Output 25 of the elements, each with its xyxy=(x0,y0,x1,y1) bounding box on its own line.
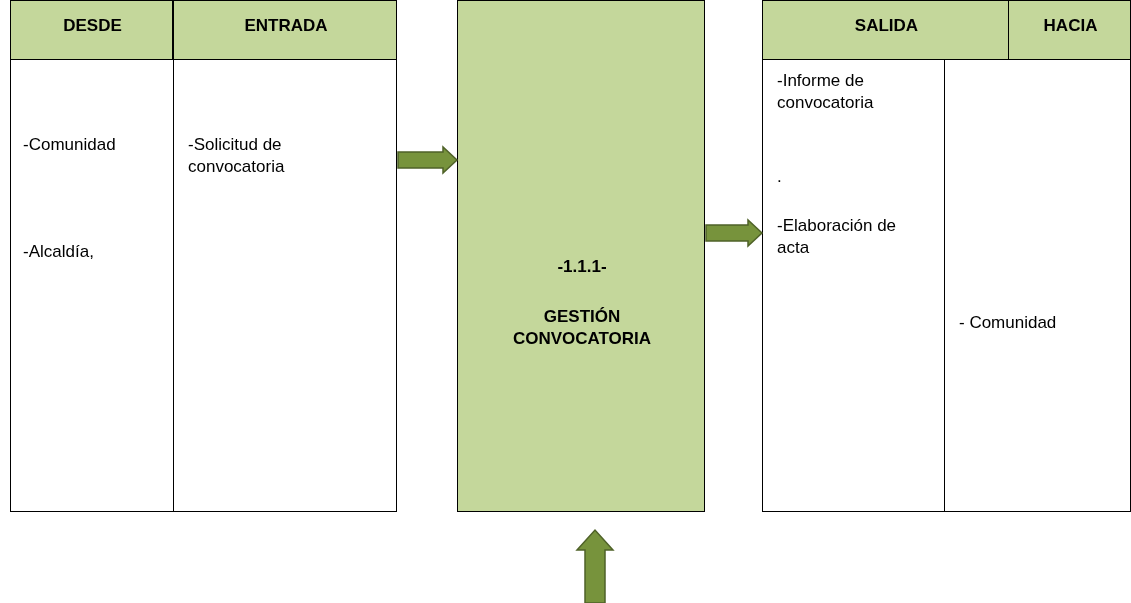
list-item: -Alcaldía, xyxy=(23,241,95,263)
list-item: -Solicitud de convocatoria xyxy=(188,134,286,178)
table-column xyxy=(173,59,397,512)
list-item: -Comunidad xyxy=(23,134,117,156)
table-header xyxy=(1008,0,1131,60)
list-item: -Informe de convocatoria xyxy=(777,70,875,114)
column-heading: HACIA xyxy=(1042,15,1099,37)
process-label: GESTIÓN CONVOCATORIA xyxy=(511,306,653,350)
block-arrow xyxy=(397,145,459,175)
table-column xyxy=(762,59,945,512)
process-label: -1.1.1- xyxy=(556,256,608,278)
list-item: . xyxy=(777,166,783,188)
list-item: - Comunidad xyxy=(959,312,1058,334)
process-box xyxy=(457,0,705,512)
block-arrow xyxy=(705,218,764,248)
table-column xyxy=(944,59,1131,512)
column-heading: SALIDA xyxy=(853,15,920,37)
block-arrow xyxy=(575,528,615,603)
list-item: -Elaboración de acta xyxy=(777,215,898,259)
table-header xyxy=(762,0,1009,60)
column-heading: DESDE xyxy=(62,15,123,37)
table-header xyxy=(173,0,397,60)
table-column xyxy=(10,59,174,512)
table-header xyxy=(10,0,173,60)
column-heading: ENTRADA xyxy=(243,15,329,37)
